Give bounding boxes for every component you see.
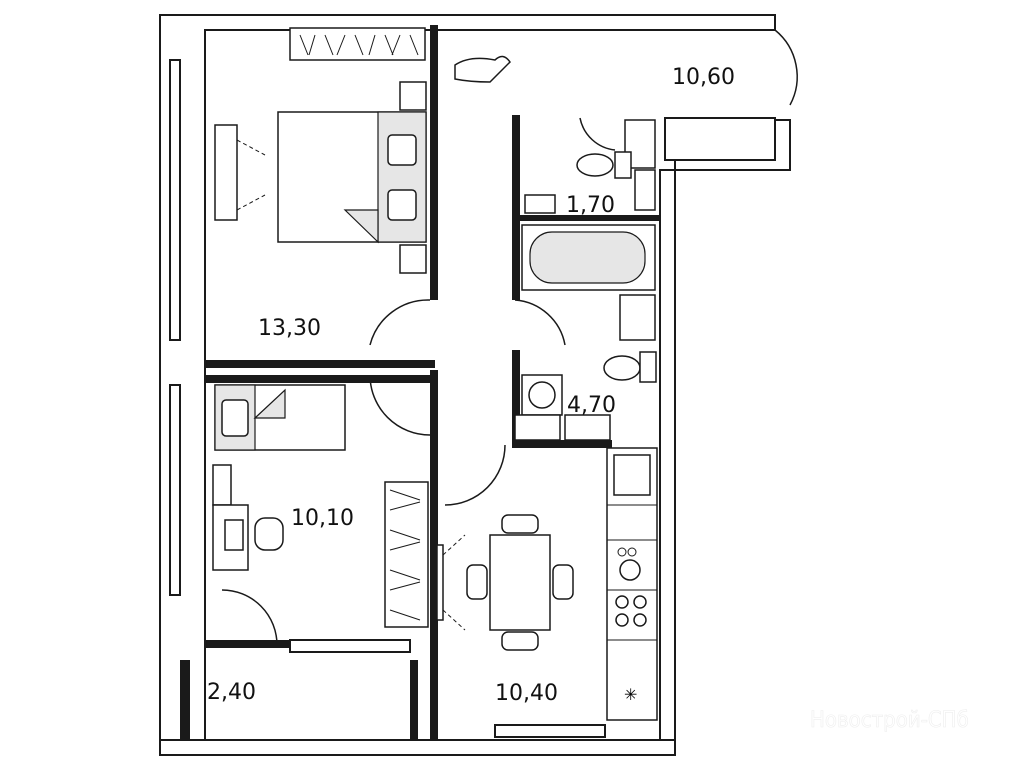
right-wall [659,119,791,741]
window-child-room [169,384,181,596]
toilet-door-swing [579,117,616,151]
loggia-door-swing [221,589,278,646]
watermark: Новострой-СПб [810,708,969,733]
bath-fixtures [514,294,657,441]
area-loggia: 2,40 [207,680,256,705]
kitchen-counter: ✳ [606,447,658,721]
toilet-fixtures [524,119,656,214]
window-bedroom [169,59,181,341]
area-child-room: 10,10 [291,506,354,531]
window-kitchen [494,724,606,738]
outer-walls [159,14,798,756]
bed-single [214,384,346,451]
bath-door-swing [514,299,566,346]
wardrobe-bedroom [289,27,426,61]
kitchen-door-swing [444,444,506,506]
area-balcony: 10,60 [672,65,735,90]
desk [212,464,284,571]
area-bathroom: 4,70 [567,393,616,418]
area-kitchen: 10,40 [495,681,558,706]
child-door-swing [369,374,431,436]
fridge-icon: ✳ [624,685,637,704]
window-room [289,639,411,653]
interior-walls [180,25,660,740]
wardrobe-child [384,481,429,628]
tv-bedroom [214,124,266,221]
area-toilet: 1,70 [566,193,615,218]
dining-table [436,514,574,651]
bedroom-door-swing [369,299,431,346]
balcony-door-swing [774,29,798,106]
bottom-wall [159,739,676,756]
bathtub [521,224,656,291]
window-balcony [664,117,776,161]
bed-double [277,81,427,274]
area-bedroom: 13,30 [258,316,321,341]
pet-icon [454,55,511,83]
